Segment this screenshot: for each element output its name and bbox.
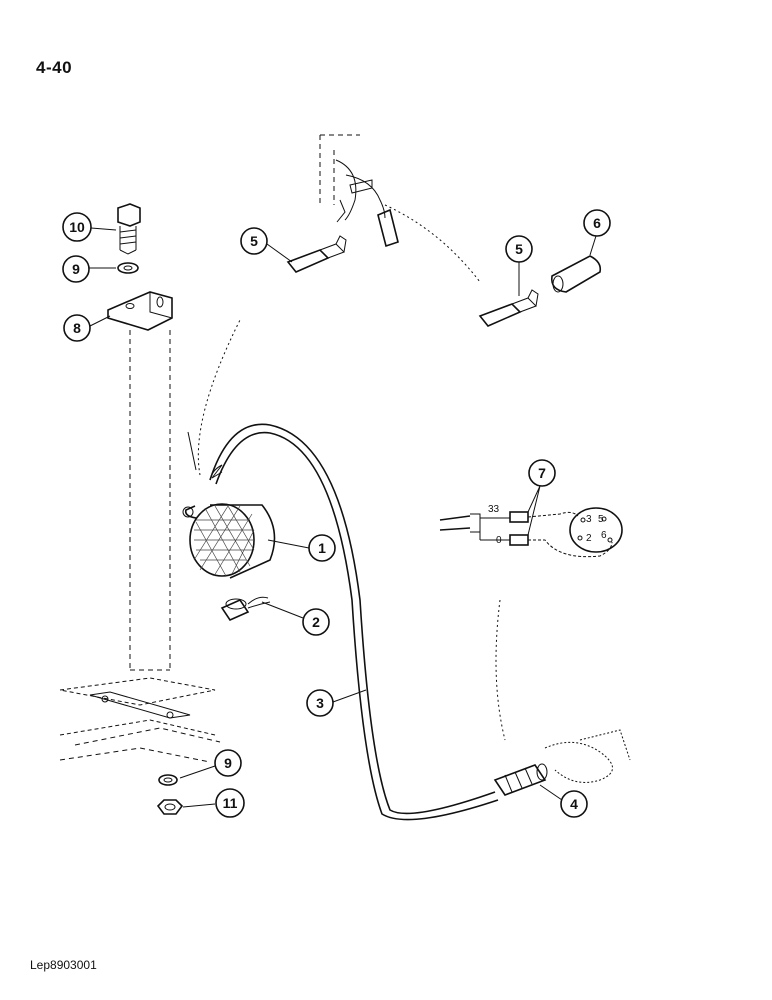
svg-text:6: 6 <box>593 215 601 231</box>
mounting-post-outline <box>59 330 221 763</box>
wiring-detail <box>439 507 623 558</box>
socket-pin-label: 3 <box>586 514 592 525</box>
callout-bubble: 1 <box>308 534 336 562</box>
nut-part <box>156 799 184 815</box>
callout-bubble: 7 <box>528 459 556 487</box>
svg-text:8: 8 <box>73 320 81 336</box>
svg-text:5: 5 <box>515 241 523 257</box>
wire-label-bottom: 0 <box>496 535 502 546</box>
svg-text:9: 9 <box>72 261 80 277</box>
terminal-part-left <box>286 235 347 273</box>
harness-panel-outline <box>319 134 399 248</box>
svg-text:9: 9 <box>224 755 232 771</box>
svg-text:2: 2 <box>312 614 320 630</box>
callout-bubble: 9 <box>62 255 90 283</box>
svg-text:4: 4 <box>570 796 578 812</box>
callout-bubble: 4 <box>560 790 588 818</box>
socket-pin-label: 2 <box>586 533 592 544</box>
svg-text:1: 1 <box>318 540 326 556</box>
callout-bubble: 9 <box>214 749 242 777</box>
callout-bubble: 5 <box>505 235 533 263</box>
wire-label-top: 33 <box>488 504 500 515</box>
bulb-part <box>220 596 271 622</box>
svg-text:3: 3 <box>316 695 324 711</box>
callout-bubble: 11 <box>215 788 245 818</box>
socket-pin-label: 6 <box>601 530 607 541</box>
washer-part-upper <box>117 262 139 274</box>
callout-bubble: 2 <box>302 608 330 636</box>
callout-bubble: 5 <box>240 227 268 255</box>
callout-bubble: 3 <box>306 689 334 717</box>
svg-text:11: 11 <box>223 795 238 811</box>
page-number: 4-40 <box>36 58 73 77</box>
sleeve-part <box>550 255 602 293</box>
svg-text:7: 7 <box>538 465 546 481</box>
bracket-part <box>107 291 173 331</box>
callout-bubble: 10 <box>62 212 92 242</box>
callout-bubble: 6 <box>583 209 611 237</box>
cable-part <box>209 423 499 821</box>
reference-code: Lep8903001 <box>30 958 97 972</box>
socket-pin-label: 5 <box>598 514 604 525</box>
work-lamp-part <box>182 464 276 579</box>
terminal-part-right <box>478 289 539 327</box>
washer-part-lower <box>158 774 178 786</box>
svg-text:10: 10 <box>69 219 85 235</box>
leader-lines <box>89 227 597 808</box>
callout-bubble: 8 <box>63 314 91 342</box>
bolt-part <box>117 203 141 255</box>
plug-part <box>493 729 631 796</box>
svg-text:5: 5 <box>250 233 258 249</box>
